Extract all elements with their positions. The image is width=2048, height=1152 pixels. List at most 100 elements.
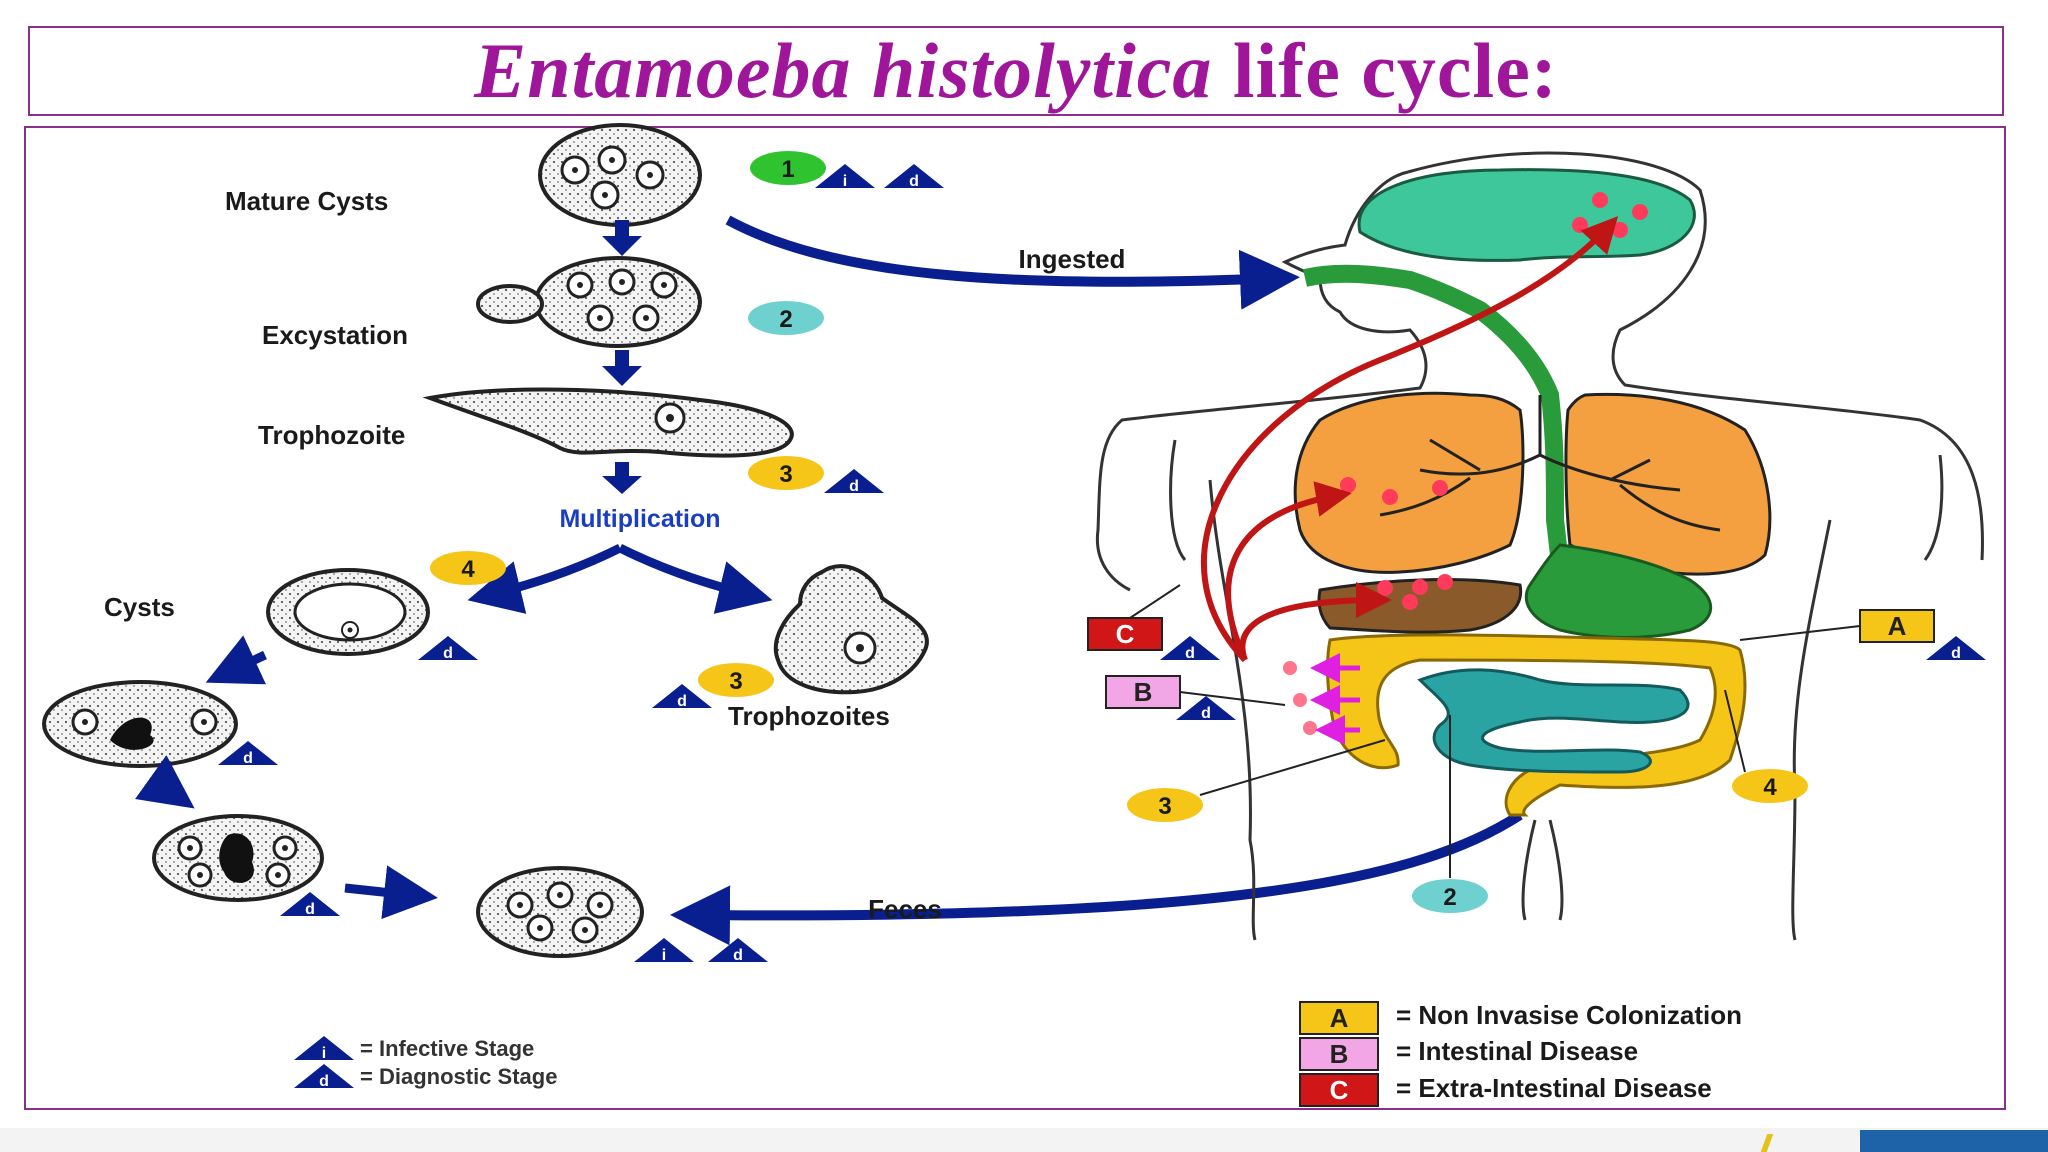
svg-text:= Extra-Intestinal Disease: = Extra-Intestinal Disease bbox=[1396, 1073, 1712, 1103]
svg-text:d: d bbox=[243, 750, 253, 767]
diagnostic-marker: d bbox=[418, 636, 478, 662]
immature-cyst bbox=[266, 568, 430, 656]
small-intestine bbox=[1417, 668, 1690, 774]
diagnostic-marker: d bbox=[218, 741, 278, 767]
svg-text:d: d bbox=[443, 645, 453, 662]
stomach bbox=[1524, 543, 1713, 639]
step-badge-4: 4 bbox=[1724, 689, 1808, 803]
svg-text:= Intestinal Disease: = Intestinal Disease bbox=[1396, 1036, 1638, 1066]
box-c: C bbox=[1087, 584, 1181, 651]
diagnostic-marker: d bbox=[1176, 696, 1236, 722]
feces-arrow bbox=[670, 810, 1523, 946]
svg-text:A: A bbox=[1888, 611, 1907, 641]
svg-text:3: 3 bbox=[1158, 793, 1171, 820]
ingested-arrow bbox=[725, 215, 1300, 310]
left-lung bbox=[1293, 391, 1525, 574]
svg-text:3: 3 bbox=[779, 461, 792, 488]
diagnostic-marker: d bbox=[824, 469, 884, 495]
bronchi bbox=[1379, 395, 1721, 532]
intestinal-lesions bbox=[1283, 653, 1360, 745]
diagonal-arrow bbox=[205, 635, 267, 685]
legend-a: A = Non Invasise Colonization bbox=[1299, 1000, 1742, 1035]
excystation-cyst bbox=[476, 256, 702, 348]
svg-text:4: 4 bbox=[461, 556, 475, 583]
mature-cyst bbox=[538, 123, 702, 227]
trophozoite bbox=[422, 387, 794, 458]
bottom-accent-blue bbox=[1860, 1130, 2048, 1152]
svg-text:3: 3 bbox=[729, 668, 742, 695]
svg-text:d: d bbox=[1185, 645, 1195, 662]
down-arrow bbox=[602, 220, 642, 256]
svg-text:d: d bbox=[305, 901, 315, 918]
infective-marker: i bbox=[815, 164, 875, 190]
infective-marker: i bbox=[634, 938, 694, 964]
svg-text:4: 4 bbox=[1763, 774, 1777, 801]
down-arrow bbox=[602, 350, 642, 386]
title-box: Entamoeba histolytica life cycle: bbox=[28, 26, 2004, 116]
label-mature-cysts: Mature Cysts bbox=[225, 186, 388, 216]
svg-text:i: i bbox=[843, 173, 847, 190]
diagnostic-marker: d bbox=[884, 164, 944, 190]
svg-text:1: 1 bbox=[781, 156, 794, 183]
right-arrow bbox=[344, 865, 438, 920]
label-excystation: Excystation bbox=[262, 320, 408, 350]
diagnostic-marker: d bbox=[1926, 636, 1986, 662]
svg-text:= Diagnostic Stage: = Diagnostic Stage bbox=[360, 1064, 557, 1089]
step-badge-3: 3 bbox=[748, 456, 824, 490]
svg-text:A: A bbox=[1330, 1003, 1349, 1033]
feces-cyst bbox=[476, 866, 644, 958]
large-intestine bbox=[1326, 633, 1747, 817]
legend-infective: i = Infective Stage bbox=[294, 1036, 534, 1062]
label-trophozoite: Trophozoite bbox=[258, 420, 405, 450]
svg-text:d: d bbox=[677, 693, 687, 710]
lung-lesions bbox=[1340, 477, 1448, 505]
label-feces: Feces bbox=[868, 894, 942, 924]
multiplication-split-arrows bbox=[467, 543, 773, 614]
label-cysts: Cysts bbox=[104, 592, 175, 622]
svg-text:i: i bbox=[662, 947, 666, 964]
legend-b: B = Intestinal Disease bbox=[1299, 1036, 1638, 1071]
label-trophozoites: Trophozoites bbox=[728, 701, 890, 731]
svg-text:d: d bbox=[319, 1073, 329, 1090]
maturing-cyst-binucleate bbox=[42, 680, 238, 768]
step-badge-2: 2 bbox=[1412, 715, 1488, 913]
human-body-outline bbox=[1095, 151, 1984, 941]
svg-text:2: 2 bbox=[779, 306, 792, 333]
label-multiplication: Multiplication bbox=[559, 505, 720, 533]
right-lung bbox=[1564, 392, 1772, 576]
svg-text:i: i bbox=[322, 1045, 326, 1062]
title-species: Entamoeba histolytica bbox=[474, 27, 1213, 114]
trophozoites bbox=[773, 564, 929, 695]
svg-text:= Non Invasise Colonization: = Non Invasise Colonization bbox=[1396, 1000, 1742, 1030]
svg-text:d: d bbox=[909, 173, 919, 190]
svg-text:B: B bbox=[1330, 1039, 1349, 1069]
diagnostic-marker: d bbox=[1160, 636, 1220, 662]
step-badge-3: 3 bbox=[698, 663, 774, 697]
svg-text:C: C bbox=[1116, 619, 1135, 649]
box-b: B bbox=[1105, 675, 1286, 709]
diagonal-arrow bbox=[135, 755, 195, 809]
step-badge-1: 1 bbox=[750, 151, 826, 185]
down-arrow bbox=[602, 462, 642, 494]
label-ingested: Ingested bbox=[1019, 244, 1126, 274]
box-a: A bbox=[1739, 609, 1935, 643]
page-title: Entamoeba histolytica life cycle: bbox=[474, 26, 1558, 116]
svg-text:C: C bbox=[1330, 1075, 1349, 1105]
svg-text:d: d bbox=[849, 478, 859, 495]
diagram-frame bbox=[24, 126, 2006, 1110]
svg-text:d: d bbox=[1201, 705, 1211, 722]
svg-text:2: 2 bbox=[1443, 884, 1456, 911]
legend-c: C = Extra-Intestinal Disease bbox=[1299, 1073, 1712, 1107]
spread-arrows bbox=[1201, 216, 1619, 663]
svg-text:B: B bbox=[1134, 677, 1153, 707]
svg-text:d: d bbox=[733, 947, 743, 964]
bottom-strip bbox=[0, 1128, 2048, 1152]
diagnostic-marker: d bbox=[280, 892, 340, 918]
maturing-cyst-quadrinucleate bbox=[152, 814, 324, 902]
step-badge-3: 3 bbox=[1127, 739, 1386, 822]
title-rest: life cycle: bbox=[1212, 27, 1558, 114]
diagnostic-marker: d bbox=[708, 938, 768, 964]
legend-diagnostic: d = Diagnostic Stage bbox=[294, 1064, 557, 1090]
diagnostic-marker: d bbox=[652, 684, 712, 710]
